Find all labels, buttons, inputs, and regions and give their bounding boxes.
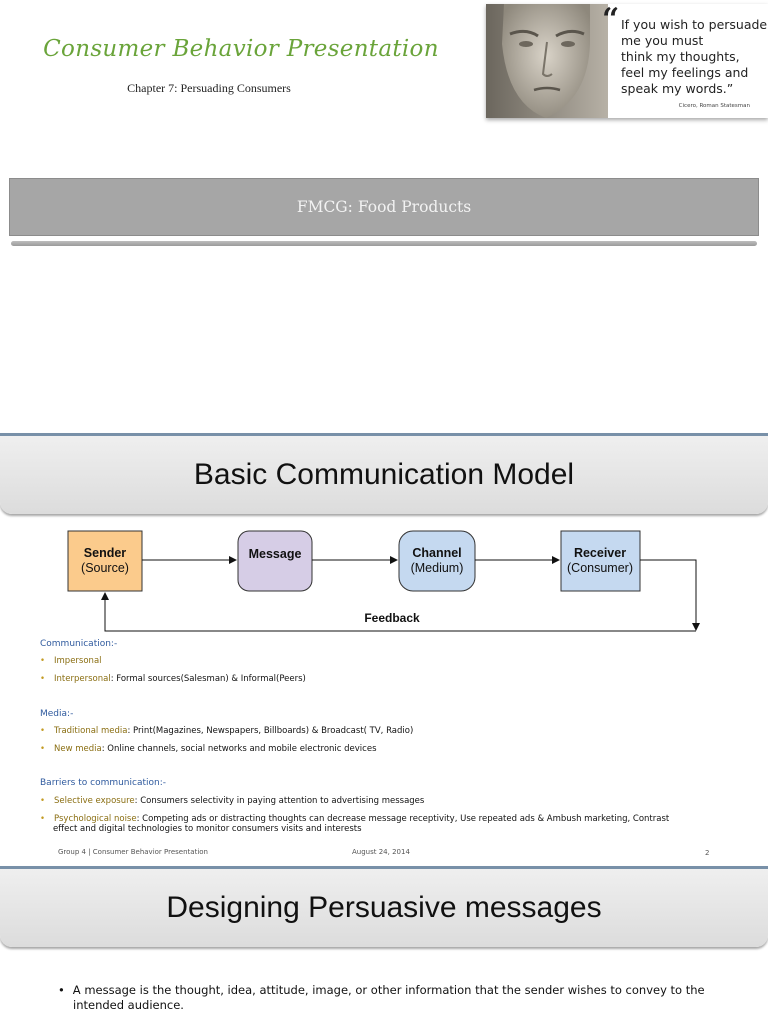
slide-heading: Basic Communication Model (193, 458, 575, 491)
quote-mark-icon: “ (602, 4, 620, 37)
slide-page-number: 2 (705, 849, 710, 857)
section-banner: FMCG: Food Products (9, 178, 759, 236)
slide-footer-date: August 24, 2014 (352, 848, 410, 856)
list-item: •Interpersonal: Formal sources(Salesman)… (40, 674, 306, 684)
banner-divider (11, 241, 757, 246)
list-item-continuation: effect and digital technologies to monit… (53, 824, 362, 834)
list-item: •New media: Online channels, social netw… (40, 744, 377, 754)
presentation-subtitle: Chapter 7: Persuading Consumers (127, 81, 291, 95)
section-banner-label: FMCG: Food Products (296, 198, 472, 216)
feedback-loop-arrow (101, 592, 696, 632)
receiver-sublabel: (Consumer) (567, 561, 633, 575)
sender-label: Sender (84, 546, 127, 560)
channel-sublabel: (Medium) (411, 561, 464, 575)
message-label: Message (249, 547, 302, 561)
statue-portrait-image (486, 4, 608, 118)
section-title-communication: Communication:- (40, 639, 118, 649)
arrow-receiver-down (640, 559, 700, 631)
channel-label: Channel (412, 546, 461, 560)
receiver-label: Receiver (574, 546, 626, 560)
quote-attribution: Cicero, Roman Statesman (678, 103, 750, 109)
communication-model-diagram: Sender (Source) Message Channel (Medium)… (67, 530, 700, 632)
message-node: Message (237, 530, 313, 592)
feedback-label: Feedback (364, 611, 420, 625)
list-item: •Selective exposure: Consumers selectivi… (40, 796, 425, 806)
section-title-barriers: Barriers to communication:- (40, 778, 166, 788)
slide-heading: Designing Persuasive messages (166, 891, 602, 924)
list-item: •A message is the thought, idea, attitud… (58, 983, 705, 997)
list-item: •Psychological noise: Competing ads or d… (40, 814, 670, 824)
quote-card: “ If you wish to persuade me you must th… (486, 4, 768, 118)
presentation-title: Consumer Behavior Presentation (43, 36, 439, 62)
quote-text: If you wish to persuade me you must thin… (621, 17, 768, 96)
receiver-node: Receiver (Consumer) (560, 530, 641, 592)
slide-heading-bar: Designing Persuasive messages (0, 866, 768, 947)
list-item: •Traditional media: Print(Magazines, New… (40, 726, 414, 736)
list-item: •Impersonal (40, 656, 102, 666)
slide-heading-bar: Basic Communication Model (0, 433, 768, 514)
sender-sublabel: (Source) (81, 561, 129, 575)
slide-footer-left: Group 4 | Consumer Behavior Presentation (58, 848, 208, 856)
section-title-media: Media:- (40, 709, 74, 719)
channel-node: Channel (Medium) (398, 530, 476, 592)
list-item-continuation: intended audience. (73, 998, 184, 1012)
sender-node: Sender (Source) (67, 530, 143, 592)
